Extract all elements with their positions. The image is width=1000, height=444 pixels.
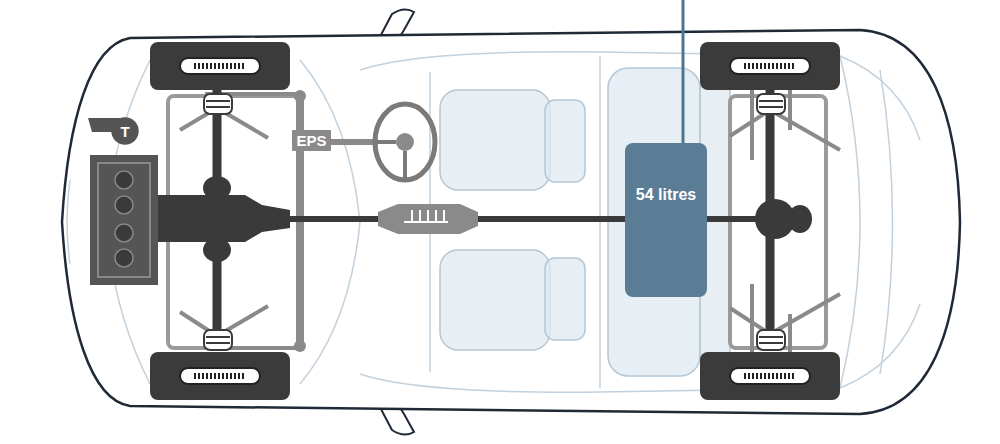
eps-box: EPS bbox=[292, 130, 331, 151]
node-label: T bbox=[120, 123, 129, 140]
turbo-symbol: T bbox=[111, 117, 139, 145]
fuel-tank: 54 litres bbox=[625, 143, 707, 297]
node-label: EPS bbox=[296, 132, 326, 149]
node-label: 54 litres bbox=[636, 186, 696, 204]
